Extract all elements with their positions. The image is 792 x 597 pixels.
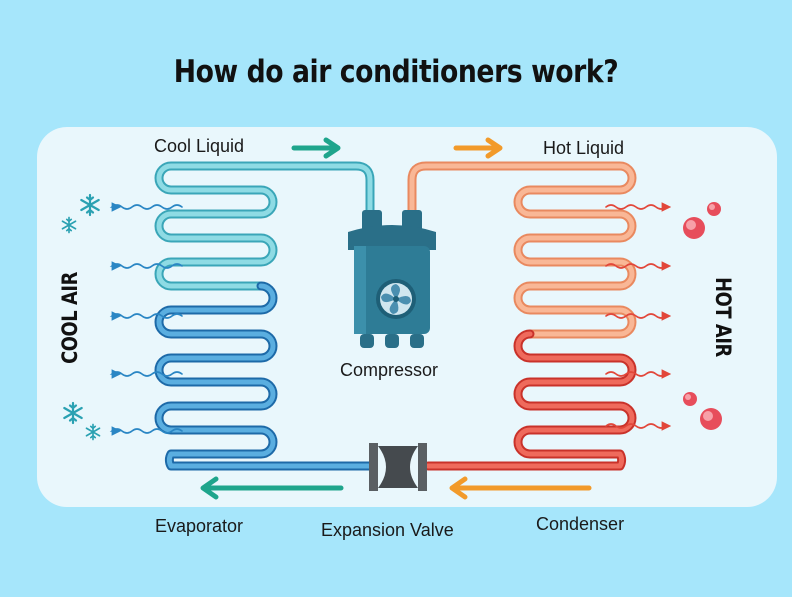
wavy-arrow-icon xyxy=(605,369,672,379)
snowflake-icon xyxy=(85,423,101,441)
snowflake-icon xyxy=(61,216,77,234)
condenser-coil xyxy=(407,161,637,471)
condenser-label: Condenser xyxy=(536,514,625,534)
hot-air-label: HOT AIR xyxy=(710,277,735,357)
evaporator-flow-arrow xyxy=(200,476,344,500)
condenser-flow-arrow xyxy=(449,476,592,500)
valve-icon xyxy=(369,443,427,491)
wavy-arrow-icon xyxy=(109,426,183,436)
cool-air-arrows xyxy=(109,202,183,436)
hot-liquid-label: Hot Liquid xyxy=(543,138,625,158)
compressor-label: Compressor xyxy=(340,360,439,380)
heat-dot-icon xyxy=(700,408,722,430)
wavy-arrow-icon xyxy=(605,421,672,431)
wavy-arrow-icon xyxy=(605,202,672,212)
heat-dot-icons xyxy=(683,202,722,430)
wavy-arrow-icon xyxy=(605,311,672,321)
wavy-arrow-icon xyxy=(605,261,672,271)
snowflake-icons xyxy=(61,193,101,441)
cool-liquid-label: Cool Liquid xyxy=(154,136,245,156)
snowflake-icon xyxy=(80,193,100,217)
cool-air-label: COOL AIR xyxy=(58,272,83,364)
expansion-valve-label: Expansion Valve xyxy=(321,520,454,540)
wavy-arrow-icon xyxy=(109,311,183,321)
wavy-arrow-icon xyxy=(109,202,183,212)
heat-dot-icon xyxy=(683,392,697,406)
snowflake-icon xyxy=(63,401,83,425)
hot-liquid-arrow xyxy=(453,137,503,159)
heat-dot-icon xyxy=(683,217,705,239)
compressor xyxy=(348,210,436,348)
wavy-arrow-icon xyxy=(109,369,183,379)
evaporator-coil xyxy=(154,161,375,471)
heat-dot-icon xyxy=(707,202,721,216)
page-title: How do air conditioners work? xyxy=(173,54,619,90)
cool-liquid-arrow xyxy=(291,137,341,159)
hot-air-arrows xyxy=(605,202,672,431)
wavy-arrow-icon xyxy=(109,261,183,271)
evaporator-label: Evaporator xyxy=(155,516,244,536)
compressor-fan-icon xyxy=(376,279,416,319)
